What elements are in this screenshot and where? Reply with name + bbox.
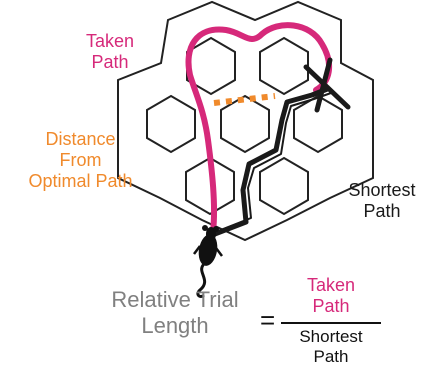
shortest-path-label-line2: Path (363, 201, 401, 222)
distance-label-line3: Optimal Path (28, 171, 133, 192)
taken-path-label-line2: Path (91, 52, 129, 73)
goal-x-icon (303, 57, 351, 113)
distance-label-line2: From (59, 150, 102, 171)
numerator-line1: Taken (306, 275, 356, 295)
maze-outer-wall (117, 0, 374, 242)
hex-bottom-right (259, 156, 309, 216)
fraction-numerator: Taken Path (281, 275, 381, 317)
taken-path-label-line1: Taken (85, 31, 135, 51)
taken-path-label: Taken Path (70, 31, 150, 73)
distance-label-line1: Distance (45, 129, 116, 149)
shortest-path-label: Shortest Path (334, 180, 428, 222)
distance-label: Distance From Optimal Path (18, 129, 143, 193)
hex-mid-left (146, 94, 196, 154)
numerator-line2: Path (312, 296, 350, 317)
taken-path-line (185, 22, 333, 235)
equals-sign: = (260, 305, 276, 335)
fraction-denominator: Shortest Path (281, 327, 381, 367)
relative-trial-length-line2: Length (141, 312, 209, 338)
distance-dotted-line (213, 93, 276, 106)
shortest-path-label-line1: Shortest (348, 180, 416, 200)
denominator-line2: Path (313, 347, 349, 367)
hex-mid-right (293, 94, 343, 154)
hex-mid-center (220, 94, 270, 154)
shortest-path-outline (212, 92, 332, 234)
relative-trial-length-line1: Relative Trial (111, 287, 239, 312)
rat-icon (193, 225, 223, 298)
relative-trial-length-label: Relative Trial Length (90, 287, 260, 339)
hex-top-right (259, 36, 309, 96)
shortest-path-line (206, 85, 331, 240)
denominator-line1: Shortest (299, 327, 363, 346)
